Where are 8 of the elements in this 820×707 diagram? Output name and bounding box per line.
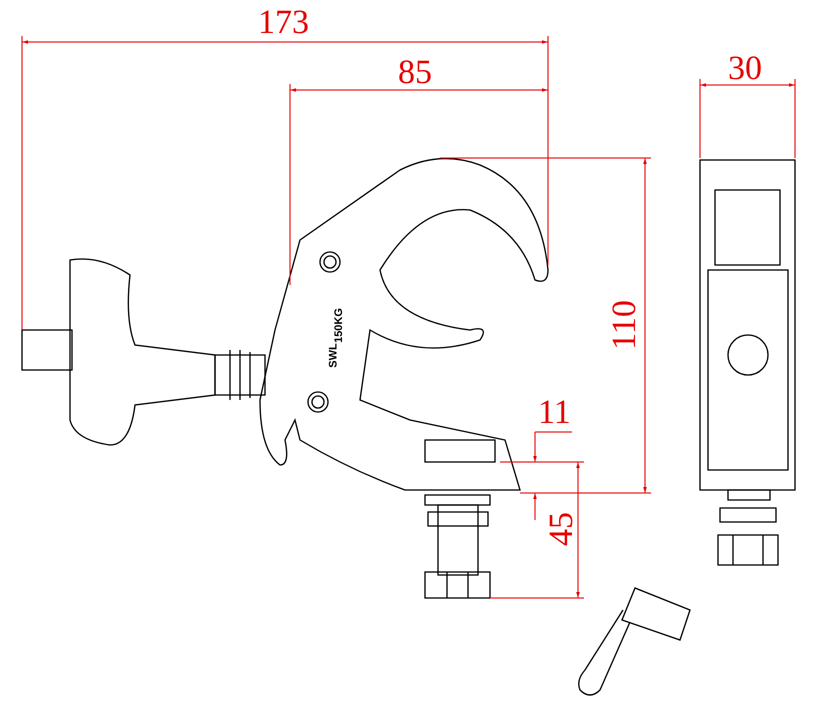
dimension-label: 110: [608, 300, 642, 350]
engraved-text: 150KG: [334, 308, 345, 343]
dimension-label: 173: [258, 6, 309, 40]
dimension-label: 45: [545, 512, 579, 546]
dimension-label: 85: [398, 56, 432, 90]
dimension-label: 11: [538, 396, 571, 430]
dimension-label: 30: [728, 52, 762, 86]
engraved-text: SWL: [328, 343, 340, 368]
